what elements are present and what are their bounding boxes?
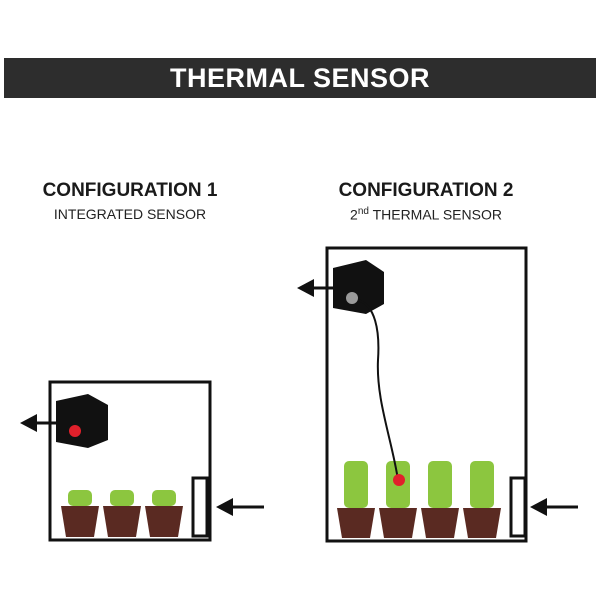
plant-icon — [152, 490, 176, 506]
plant-icon — [470, 461, 494, 508]
fan-unit-icon — [333, 260, 384, 314]
sensor-cable — [357, 299, 399, 481]
sensor-dot-icon — [393, 474, 405, 486]
config2-subtitle: 2nd THERMAL SENSOR — [296, 206, 556, 223]
config2-title: CONFIGURATION 2 — [338, 180, 514, 201]
arrow-left-icon — [216, 498, 264, 516]
sensor-dot-icon — [346, 292, 358, 304]
vent-icon — [191, 476, 209, 538]
config2-subtitle-suffix: nd — [357, 206, 369, 217]
pot-icon — [337, 508, 375, 538]
config2-tent — [297, 246, 578, 543]
page-title: THERMAL SENSOR — [169, 62, 431, 93]
plant-icon — [344, 461, 368, 508]
title-banner: THERMAL SENSOR — [4, 58, 596, 98]
pot-icon — [379, 508, 417, 538]
plant-icon — [428, 461, 452, 508]
pot-icon — [463, 508, 501, 538]
sensor-dot-icon — [69, 425, 81, 437]
pot-icon — [61, 506, 99, 537]
pot-icon — [145, 506, 183, 537]
vent-icon — [509, 476, 527, 538]
plant-icon — [68, 490, 92, 506]
config2-subtitle-ordinal: 2 — [350, 206, 358, 223]
config1-tent — [20, 380, 264, 542]
pot-icon — [421, 508, 459, 538]
arrow-left-icon — [530, 498, 578, 516]
fan-unit-icon — [56, 394, 108, 448]
plant-icon — [110, 490, 134, 506]
pot-icon — [103, 506, 141, 537]
config2-subtitle-rest: THERMAL SENSOR — [368, 206, 502, 223]
config1-title: CONFIGURATION 1 — [42, 180, 218, 201]
config1-subtitle: INTEGRATED SENSOR — [53, 206, 207, 222]
